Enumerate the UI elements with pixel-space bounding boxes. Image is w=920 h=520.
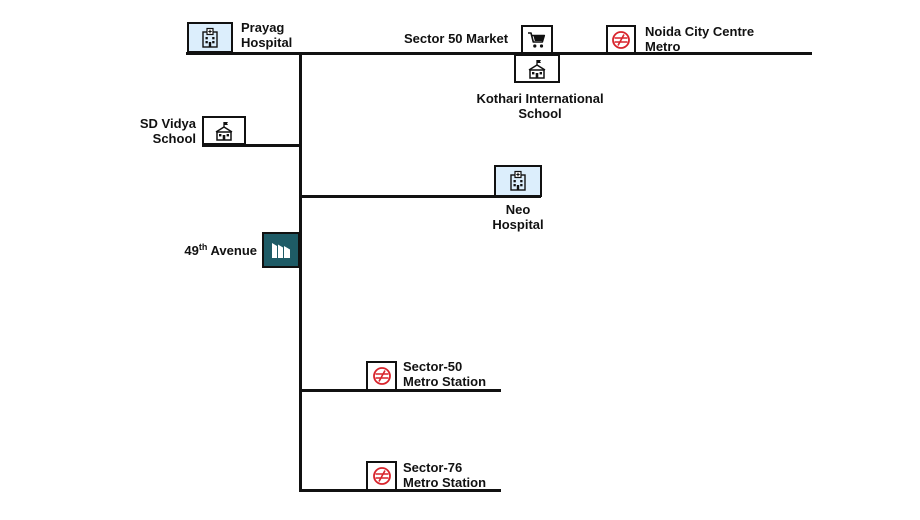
road-sector50-metro xyxy=(299,389,501,392)
metro-icon xyxy=(372,466,392,486)
sector76-metro-label: Sector-76 Metro Station xyxy=(403,460,487,490)
school-icon xyxy=(526,59,548,79)
noida-city-centre-label: Noida City Centre Metro xyxy=(645,24,755,54)
sd-vidya-marker xyxy=(202,116,246,145)
sector50-metro-label: Sector-50 Metro Station xyxy=(403,359,487,389)
project-marker xyxy=(262,232,300,268)
metro-icon xyxy=(611,30,631,50)
metro-icon xyxy=(372,366,392,386)
road-main-vertical xyxy=(299,52,302,492)
school-icon xyxy=(213,121,235,141)
prayag-hospital-marker xyxy=(187,22,233,53)
kothari-school-label: Kothari International School xyxy=(476,91,604,121)
sector50-metro-marker xyxy=(366,361,397,391)
shopping-cart-icon xyxy=(527,31,547,49)
project-logo-icon xyxy=(270,241,292,259)
hospital-icon xyxy=(507,170,529,192)
prayag-hospital-label: Prayag Hospital xyxy=(241,20,293,50)
kothari-school-marker xyxy=(514,54,560,83)
sector50-market-marker xyxy=(521,25,553,54)
road-neo-hospital xyxy=(299,195,541,198)
road-sector76-metro xyxy=(299,489,501,492)
road-top xyxy=(186,52,812,55)
neo-hospital-marker xyxy=(494,165,542,197)
noida-city-centre-metro-marker xyxy=(606,25,636,54)
sector76-metro-marker xyxy=(366,461,397,491)
sector50-market-label: Sector 50 Market xyxy=(404,31,509,46)
sd-vidya-label: SD Vidya School xyxy=(139,116,196,146)
project-label: 49th Avenue xyxy=(184,242,257,259)
hospital-icon xyxy=(199,27,221,49)
road-sd-vidya xyxy=(202,144,302,147)
neo-hospital-label: Neo Hospital xyxy=(492,202,544,232)
